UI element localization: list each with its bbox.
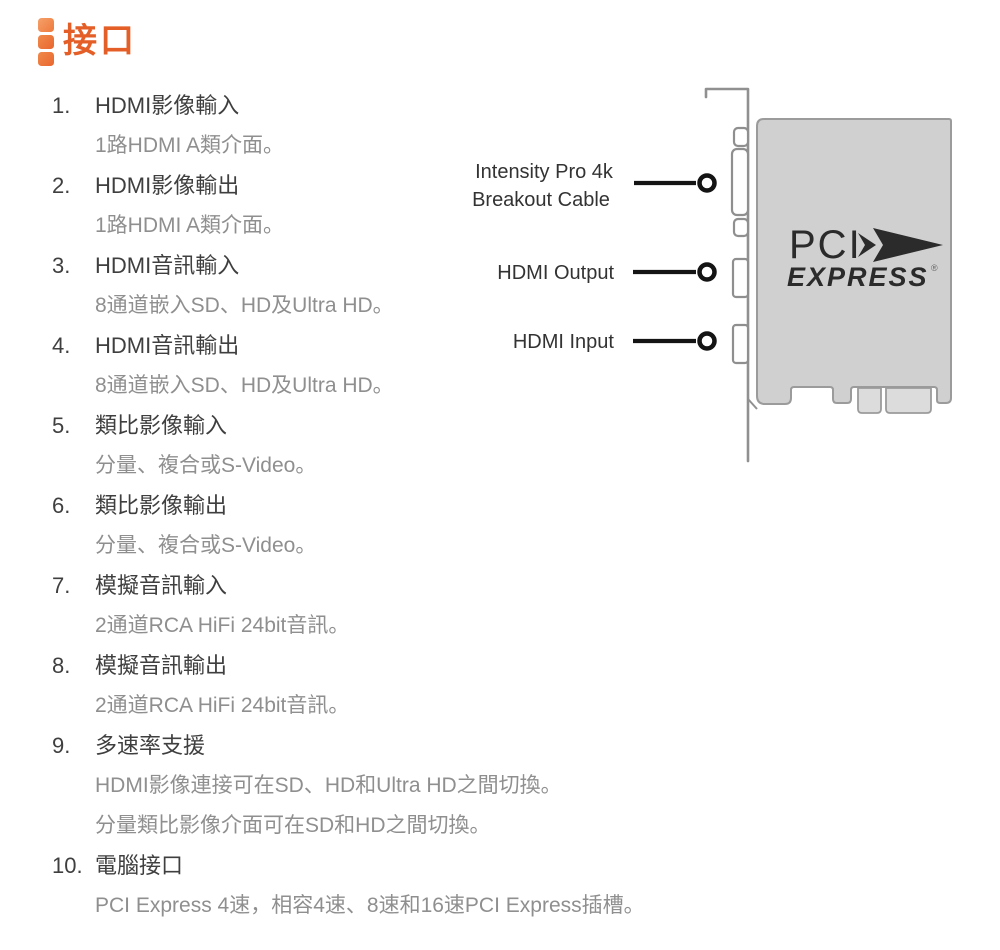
item-title: 電腦接口 xyxy=(95,853,184,878)
item-number: 7. xyxy=(52,573,71,598)
item-subtext: 1路HDMI A類介面。 xyxy=(95,134,285,157)
edge-connector-fingers-icon xyxy=(885,387,932,414)
pci-express-logo-arrow-icon xyxy=(873,228,943,262)
item-title: 類比影像輸出 xyxy=(95,493,228,518)
edge-connector-fingers-icon xyxy=(857,387,882,414)
leader-ring-breakout xyxy=(697,173,717,193)
label-hdmi-input: HDMI Input xyxy=(513,331,615,353)
item-subtext: 2通道RCA HiFi 24bit音訊。 xyxy=(95,694,350,717)
pci-express-logo-text-bottom: EXPRESS xyxy=(787,262,929,292)
connector-cutout-small-top xyxy=(732,126,750,148)
item-title: 模擬音訊輸入 xyxy=(95,573,228,598)
connector-cutout-small-mid xyxy=(732,217,750,238)
item-subtext: 分量類比影像介面可在SD和HD之間切換。 xyxy=(95,814,491,837)
item-subtext: 8通道嵌入SD、HD及Ultra HD。 xyxy=(95,374,394,397)
card-body xyxy=(756,118,952,405)
list-item-9: 9. 多速率支援 HDMI影像連接可在SD、HD和Ultra HD之間切換。 分… xyxy=(52,726,722,846)
orange-squares-icon xyxy=(38,18,54,66)
item-subtext: 分量、複合或S-Video。 xyxy=(95,454,317,477)
list-item-2: 2. HDMI影像輸出 1路HDMI A類介面。 xyxy=(52,166,722,246)
page-title: 接口 xyxy=(63,22,137,60)
item-subtext: 2通道RCA HiFi 24bit音訊。 xyxy=(95,614,350,637)
bracket-taper xyxy=(747,398,758,410)
item-number: 9. xyxy=(52,733,71,758)
item-number: 8. xyxy=(52,653,71,678)
list-item-10: 10. 電腦接口 PCI Express 4速，相容4速、8速和16速PCI E… xyxy=(52,846,722,926)
item-title: HDMI影像輸入 xyxy=(95,93,240,118)
list-item-1: 1. HDMI影像輸入 1路HDMI A類介面。 xyxy=(52,86,722,166)
list-item-7: 7. 模擬音訊輸入 2通道RCA HiFi 24bit音訊。 xyxy=(52,566,722,646)
item-subtext: HDMI影像連接可在SD、HD和Ultra HD之間切換。 xyxy=(95,774,562,797)
pcie-card-diagram: Intensity Pro 4k Breakout Cable HDMI Out… xyxy=(472,87,952,463)
item-title: HDMI音訊輸入 xyxy=(95,253,240,278)
leader-ring-hdmi-output xyxy=(697,262,717,282)
spec-list: 1. HDMI影像輸入 1路HDMI A類介面。 2. HDMI影像輸出 1路H… xyxy=(52,86,722,926)
connector-cutout-hdmi-input xyxy=(731,323,750,365)
item-number: 5. xyxy=(52,413,71,438)
item-title: 模擬音訊輸出 xyxy=(95,653,228,678)
item-number: 4. xyxy=(52,333,71,358)
item-number: 3. xyxy=(52,253,71,278)
orange-square-icon xyxy=(38,52,54,66)
item-subtext: 1路HDMI A類介面。 xyxy=(95,214,285,237)
item-title: HDMI音訊輸出 xyxy=(95,333,240,358)
connector-cutout-breakout xyxy=(730,147,750,217)
item-number: 6. xyxy=(52,493,71,518)
list-item-5: 5. 類比影像輸入 分量、複合或S-Video。 xyxy=(52,406,722,486)
item-subtext: 分量、複合或S-Video。 xyxy=(95,534,317,557)
list-item-8: 8. 模擬音訊輸出 2通道RCA HiFi 24bit音訊。 xyxy=(52,646,722,726)
label-hdmi-output: HDMI Output xyxy=(497,262,614,284)
item-number: 1. xyxy=(52,93,71,118)
section-header: 接口 xyxy=(38,16,137,66)
item-number: 10. xyxy=(52,853,83,878)
item-subtext: 8通道嵌入SD、HD及Ultra HD。 xyxy=(95,294,394,317)
connector-cutout-hdmi-output xyxy=(731,257,750,299)
list-item-4: 4. HDMI音訊輸出 8通道嵌入SD、HD及Ultra HD。 xyxy=(52,326,722,406)
label-breakout-cable-line1: Intensity Pro 4k xyxy=(475,161,614,183)
pci-express-logo-arrow-icon xyxy=(858,233,876,257)
registered-mark: ® xyxy=(931,263,938,273)
orange-square-icon xyxy=(38,18,54,32)
leader-ring-hdmi-input xyxy=(697,331,717,351)
pci-express-logo-text-top: PCI xyxy=(789,223,862,267)
list-item-3: 3. HDMI音訊輸入 8通道嵌入SD、HD及Ultra HD。 xyxy=(52,246,722,326)
item-title: HDMI影像輸出 xyxy=(95,173,240,198)
item-subtext: PCI Express 4速，相容4速、8速和16速PCI Express插槽。 xyxy=(95,894,645,917)
list-item-6: 6. 類比影像輸出 分量、複合或S-Video。 xyxy=(52,486,722,566)
item-title: 類比影像輸入 xyxy=(95,413,228,438)
label-breakout-cable-line2: Breakout Cable xyxy=(472,189,610,211)
item-title: 多速率支援 xyxy=(95,733,206,758)
orange-square-icon xyxy=(38,35,54,49)
item-number: 2. xyxy=(52,173,71,198)
